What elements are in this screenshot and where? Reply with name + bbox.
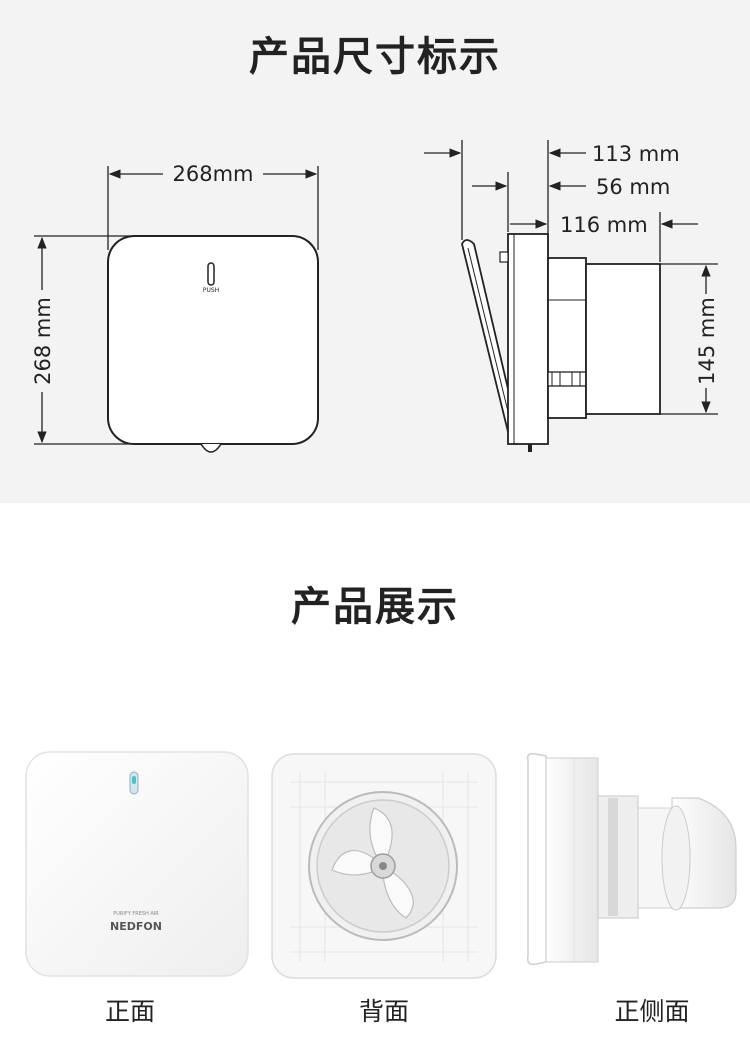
push-label: PUSH: [203, 287, 219, 294]
dimensions-title: 产品尺寸标示: [249, 34, 501, 80]
front-view-photo: PURIFY FRESH AIR NEDFON: [25, 751, 249, 977]
brand-small-text: PURIFY FRESH AIR: [113, 911, 159, 917]
front-width-label: 268mm: [173, 162, 254, 186]
back-view-photo: [271, 753, 497, 979]
front-bottom-tab: [200, 443, 222, 453]
front-view-drawing: PUSH: [107, 235, 319, 453]
brand-logo-text: NEDFON: [110, 920, 162, 933]
front-height-dimension: 268 mm: [31, 235, 130, 445]
side-view-label: 正侧面: [614, 997, 690, 1026]
side-depth-panel-label: 56 mm: [596, 175, 670, 199]
push-button-icon: [207, 262, 215, 286]
front-height-label: 268 mm: [31, 297, 55, 385]
side-view-photo: [526, 752, 737, 966]
dimensions-section: 产品尺寸标示 PUSH 268mm: [0, 0, 750, 503]
dimension-drawing: PUSH 268mm 268 mm: [31, 140, 719, 453]
side-depth-total-label: 113 mm: [592, 142, 680, 166]
side-view-drawing: [461, 233, 661, 452]
front-view-label: 正面: [104, 997, 155, 1026]
duct-length-label: 116 mm: [560, 213, 648, 237]
back-view-label: 背面: [358, 997, 409, 1026]
showcase-title: 产品展示: [291, 584, 459, 630]
duct-height-label: 145 mm: [695, 297, 719, 385]
side-dimensions: 113 mm 56 mm 116 mm 145 mm: [424, 140, 719, 415]
